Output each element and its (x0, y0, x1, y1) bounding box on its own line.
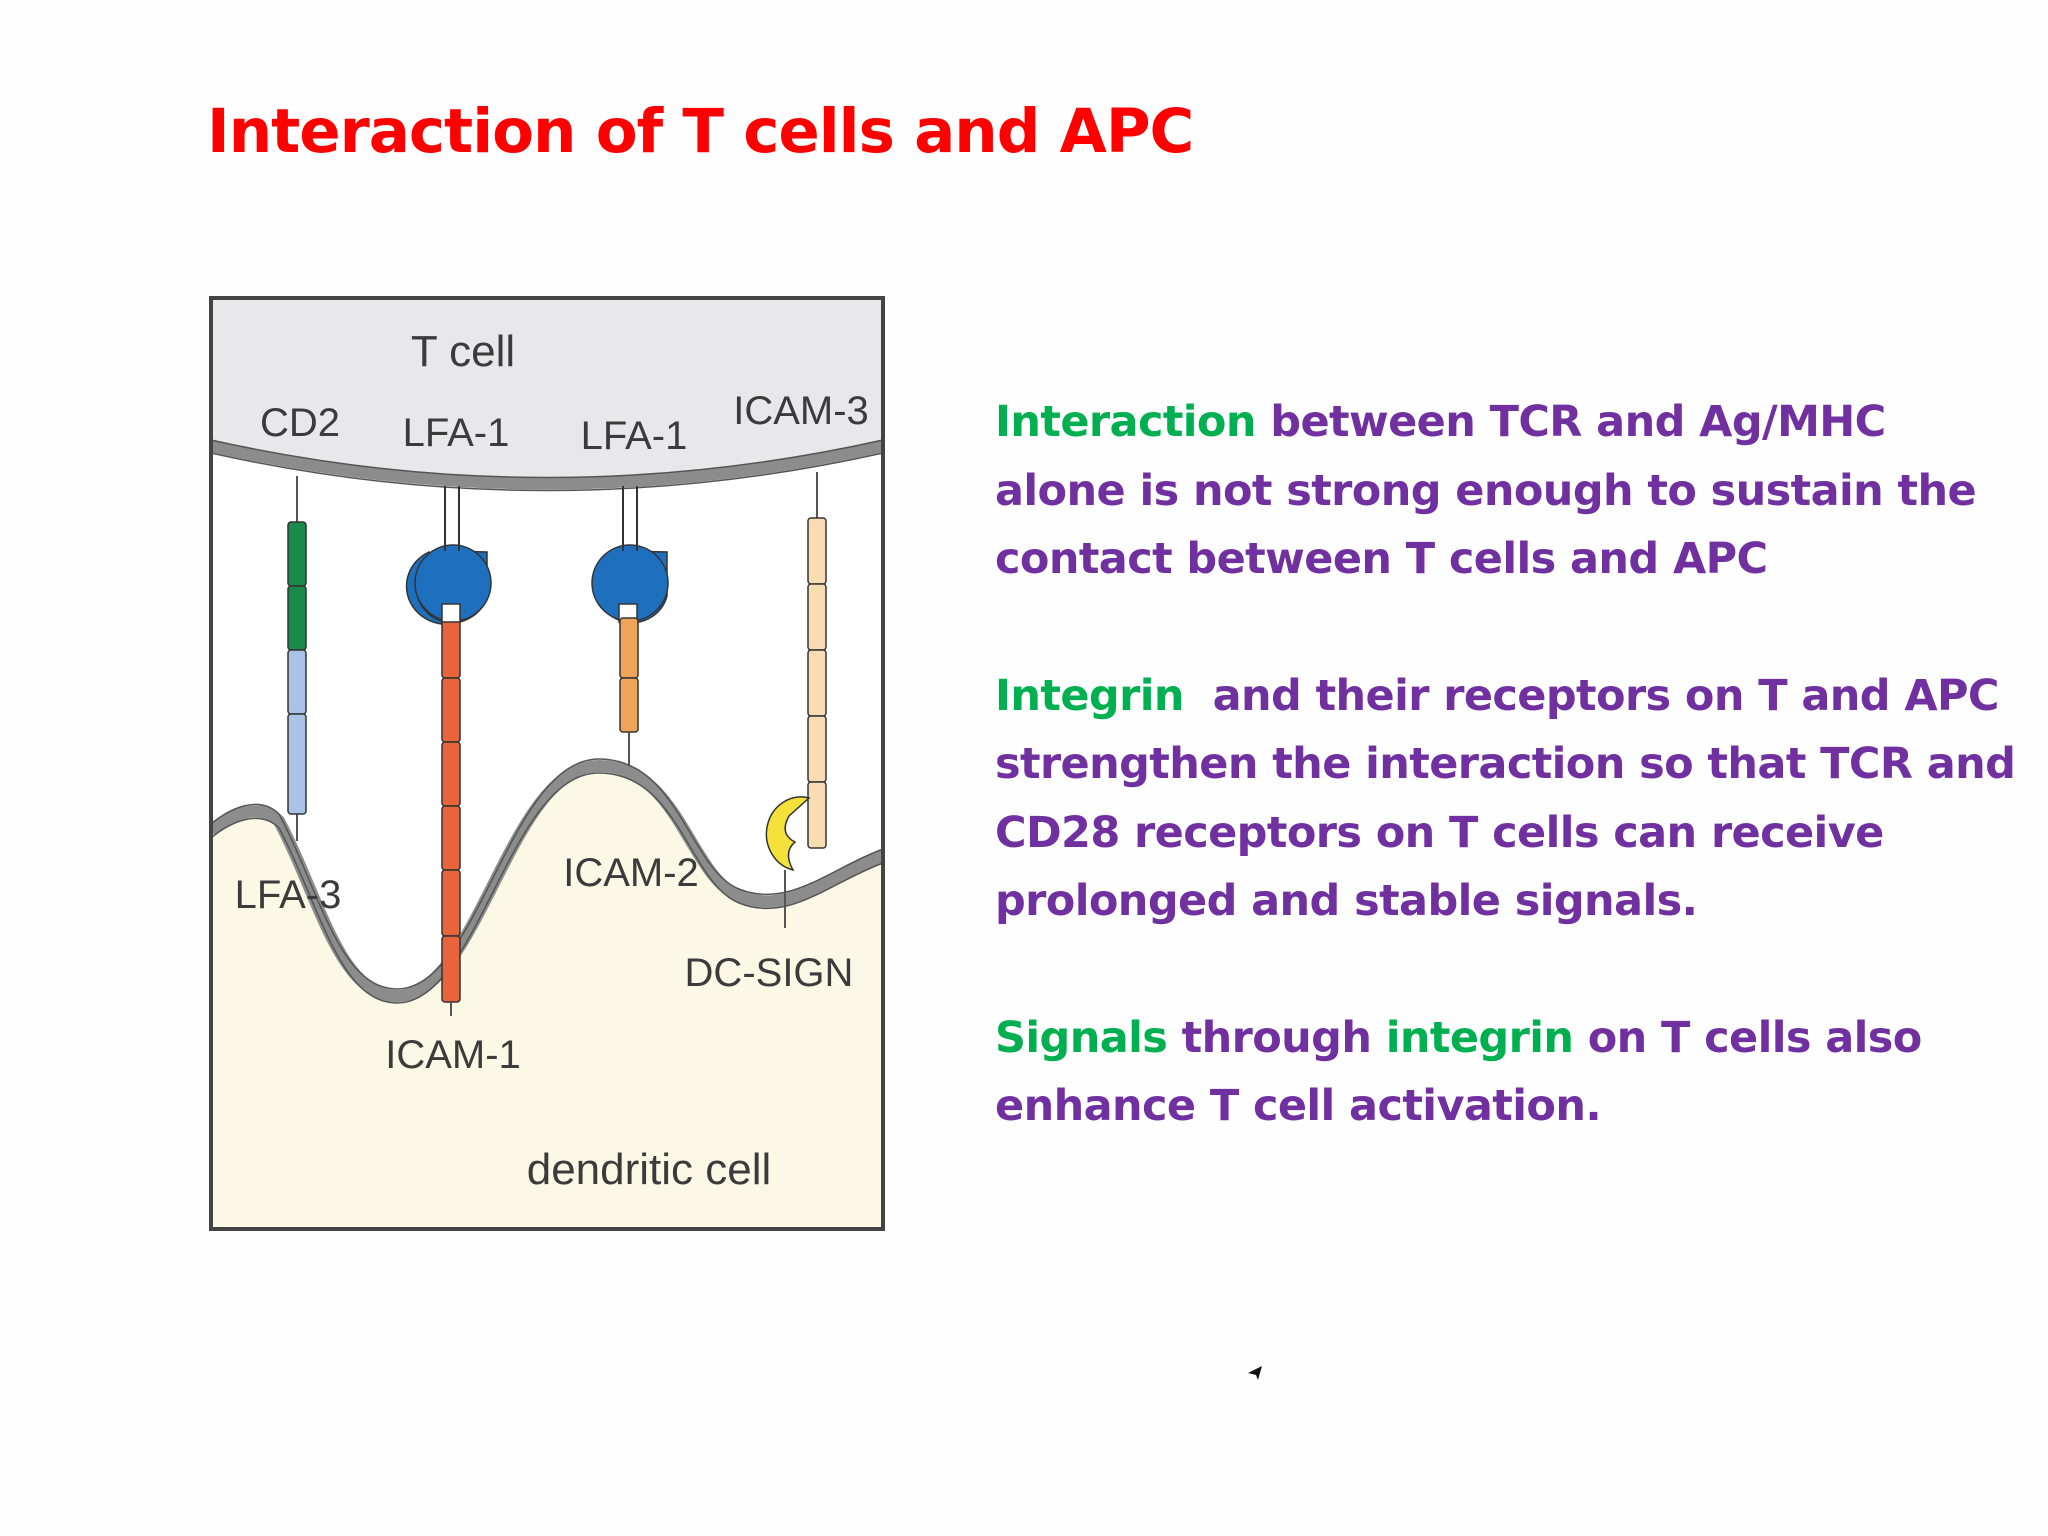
label-cd2: CD2 (260, 401, 340, 445)
label-dc-sign: DC-SIGN (685, 951, 854, 995)
slide-title: Interaction of T cells and APC (207, 96, 1194, 167)
intercellular-space (211, 446, 883, 996)
lfa1-right-stalk (622, 486, 638, 551)
label-icam2: ICAM-2 (563, 851, 699, 895)
mouse-pointer-icon (1248, 1366, 1262, 1380)
paragraph-2: Integrin and their receptors on T and AP… (995, 670, 2030, 927)
keyword: Signals (995, 1012, 1168, 1063)
keyword: integrin (1385, 1012, 1574, 1063)
t-cell-region (211, 298, 883, 484)
paragraph-3: Signals through integrin on T cells also… (995, 1012, 1922, 1132)
label-lfa3: LFA-3 (235, 873, 342, 917)
t-cell-apc-diagram: T cell CD2 LFA-1 LFA-1 ICAM-3 LFA-3 ICAM… (209, 296, 885, 1231)
t-cell-membrane (209, 440, 885, 490)
paragraph-1: Interaction between TCR and Ag/MHC alone… (995, 397, 1977, 584)
label-icam3: ICAM-3 (733, 389, 869, 433)
label-lfa1-left: LFA-1 (403, 411, 510, 455)
figure-frame (209, 296, 885, 1231)
keyword: Interaction (995, 397, 1256, 447)
label-icam1: ICAM-1 (385, 1033, 521, 1077)
keyword: Integrin (995, 670, 1184, 721)
cd2-lfa3-pair (287, 476, 307, 841)
label-dendritic-cell: dendritic cell (527, 1145, 772, 1194)
label-t-cell: T cell (411, 327, 515, 376)
dendritic-cell-membrane (209, 759, 885, 1003)
icam3-dcsign-pair (765, 472, 827, 928)
lfa1-left-head (414, 486, 492, 623)
label-lfa1-right: LFA-1 (581, 414, 688, 458)
body-text: Interaction between TCR and Ag/MHC alone… (995, 388, 2025, 1141)
